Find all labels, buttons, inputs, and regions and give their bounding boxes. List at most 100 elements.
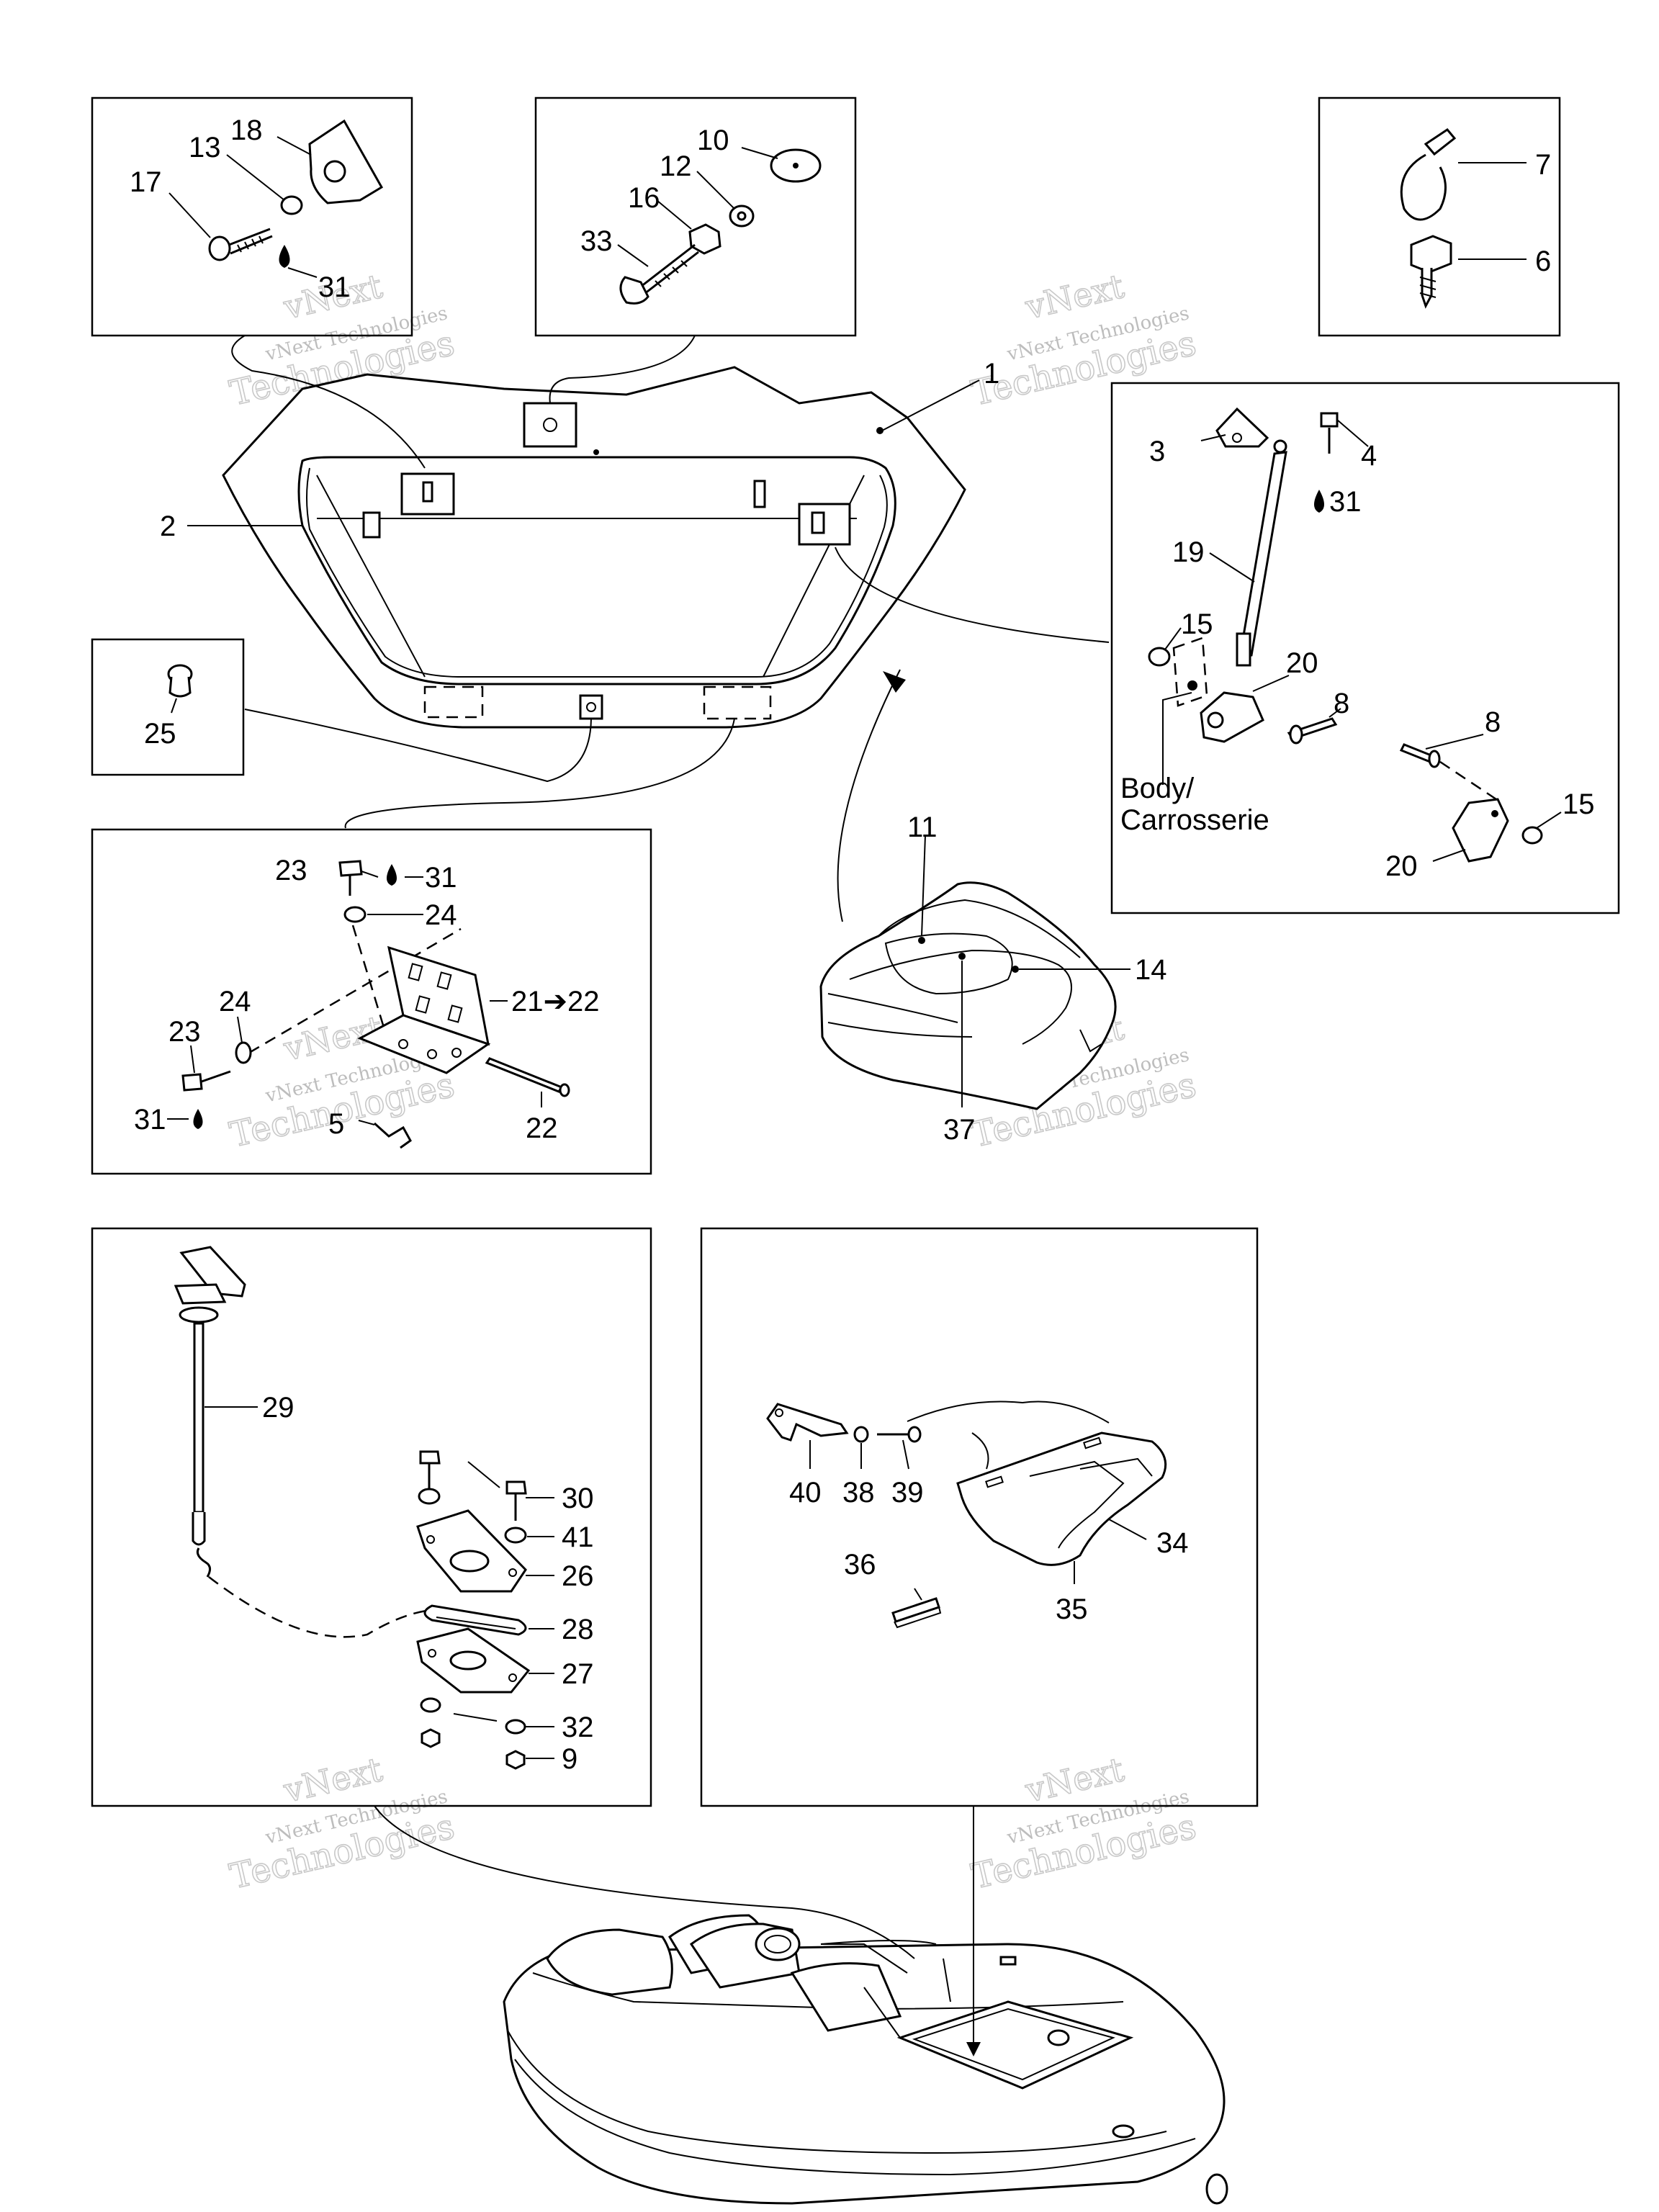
- storage-hatch-assembly: 1 2: [160, 335, 1110, 829]
- hull-chine: [514, 2059, 1196, 2176]
- callout-33: 33: [580, 225, 613, 257]
- hatch-gasket-part-2: [297, 456, 896, 685]
- watermark-text: vNext: [279, 1750, 386, 1810]
- watermark-6: vNext vNext Technologies Technologies: [967, 1749, 1200, 1897]
- body-label: Body/: [1120, 773, 1195, 804]
- washer-hole: [737, 211, 747, 221]
- bin-slot: [1083, 1437, 1102, 1449]
- callout-34: 34: [1156, 1527, 1189, 1559]
- callout-24: 24: [425, 899, 457, 931]
- connector-box4: [835, 547, 1110, 643]
- callout-40: 40: [789, 1477, 822, 1509]
- bow-eye: [1205, 2173, 1228, 2205]
- leader-20b: [1432, 849, 1466, 862]
- washer-part-15: [1148, 647, 1171, 667]
- latch-hole: [323, 160, 346, 183]
- callout-38: 38: [842, 1477, 875, 1509]
- connector-box5: [244, 709, 592, 783]
- mount-hole: [586, 702, 596, 712]
- leader-23b: [190, 1045, 195, 1074]
- washer-part-15-lower: [1521, 826, 1543, 845]
- bolt-head-part-30: [419, 1450, 441, 1465]
- cable-tie-tail: [1424, 128, 1457, 156]
- callout-15: 15: [1563, 788, 1595, 820]
- hull-rub-rail: [507, 2030, 1167, 2154]
- leader-24b: [237, 1016, 243, 1043]
- leader-31c: [361, 871, 379, 878]
- deck-cleat: [999, 1956, 1017, 1966]
- screw-head-part-39: [907, 1426, 922, 1443]
- leader-body: [1162, 692, 1192, 785]
- hinge-left: [362, 511, 381, 539]
- detail-box-storage-bin: 40 38 39 34 35 36: [700, 1227, 1259, 1807]
- leader-15b: [1536, 811, 1562, 829]
- leader-5: [358, 1120, 375, 1125]
- callout-5: 5: [328, 1108, 344, 1140]
- clip-part-5: [373, 1122, 412, 1149]
- nut-part-16: [688, 223, 721, 255]
- bolt-head-part-23-left: [181, 1073, 203, 1092]
- callout-6: 6: [1535, 246, 1551, 277]
- bumper-center: [793, 163, 799, 168]
- hatch-bumper-mount: [523, 402, 577, 448]
- cover-ridge: [849, 949, 1072, 1045]
- leader-11: [921, 835, 926, 937]
- callout-18: 18: [230, 114, 263, 146]
- washer: [420, 1697, 441, 1713]
- hatch-cover-part-1: [222, 366, 966, 729]
- cable-routing: [208, 1576, 433, 1638]
- hatch-clip: [753, 480, 766, 508]
- callout-39: 39: [891, 1477, 924, 1509]
- detail-box-frame: [1110, 382, 1620, 914]
- detail-box-frame: [1318, 96, 1561, 337]
- hinge-slot: [447, 1004, 463, 1023]
- leader-19: [1209, 552, 1255, 583]
- pin-end: [559, 1083, 570, 1097]
- detail-box-frame: [91, 96, 413, 337]
- detail-box-frame: [91, 1227, 652, 1807]
- connector-box7: [374, 1805, 915, 1959]
- screw-thread: [1419, 276, 1437, 298]
- bin-inner-ridge: [1079, 1457, 1153, 1477]
- callout-31: 31: [318, 271, 351, 303]
- thread-locker-drop-icon: [193, 1109, 203, 1129]
- cable-tie-part-7: [1400, 153, 1447, 221]
- callout-20: 20: [1385, 850, 1418, 882]
- bracket-part-40: [766, 1403, 849, 1442]
- boat-illustration: [374, 1805, 1228, 2205]
- detail-box-strut: 3 4 31 19 15 20 8 8 15 20 Body/ Carrosse…: [1110, 382, 1620, 914]
- hinge-hole: [398, 1039, 408, 1049]
- steering-wheel: [755, 1927, 801, 1961]
- connector-detail: [943, 1958, 951, 2002]
- leader-17: [168, 192, 211, 238]
- detail-box-hinge: 23 31 24 21➔22 24 23 31 5 22: [91, 828, 652, 1175]
- thread-locker-drop-icon: [387, 864, 397, 886]
- bolt-shank-left: [201, 1070, 231, 1083]
- cover-top: [878, 899, 1081, 958]
- rubber-strip-part-36: [891, 1597, 940, 1623]
- bolt-shank-part-33: [640, 243, 699, 295]
- washer-part-38: [853, 1426, 869, 1443]
- hinge-slot: [415, 995, 431, 1014]
- callout-28: 28: [562, 1614, 594, 1645]
- detail-box-frame: [91, 638, 245, 776]
- nut-part-9: [505, 1750, 526, 1770]
- detail-box-frame: [700, 1227, 1259, 1807]
- plate-bolt-hole: [508, 1673, 517, 1682]
- body-mount-outline: [1172, 637, 1208, 707]
- bolt-head-part-23: [338, 860, 363, 877]
- hinge-hole: [427, 1049, 437, 1059]
- bolt-head-part-30b: [505, 1480, 527, 1495]
- bin-lid-edge: [971, 1432, 989, 1470]
- watermark-2: vNext vNext Technologies Technologies: [967, 266, 1200, 414]
- leader-20a: [1252, 675, 1290, 692]
- plate-bolt-hole: [508, 1568, 517, 1577]
- callout-31: 31: [134, 1104, 166, 1136]
- connector-box2: [549, 335, 696, 404]
- detail-box-frame: [534, 96, 857, 337]
- callout-26: 26: [562, 1560, 594, 1592]
- callout-22: 22: [526, 1112, 558, 1144]
- detail-box-bumper: 10 12 16 33: [534, 96, 857, 337]
- cable-shaft: [193, 1322, 204, 1514]
